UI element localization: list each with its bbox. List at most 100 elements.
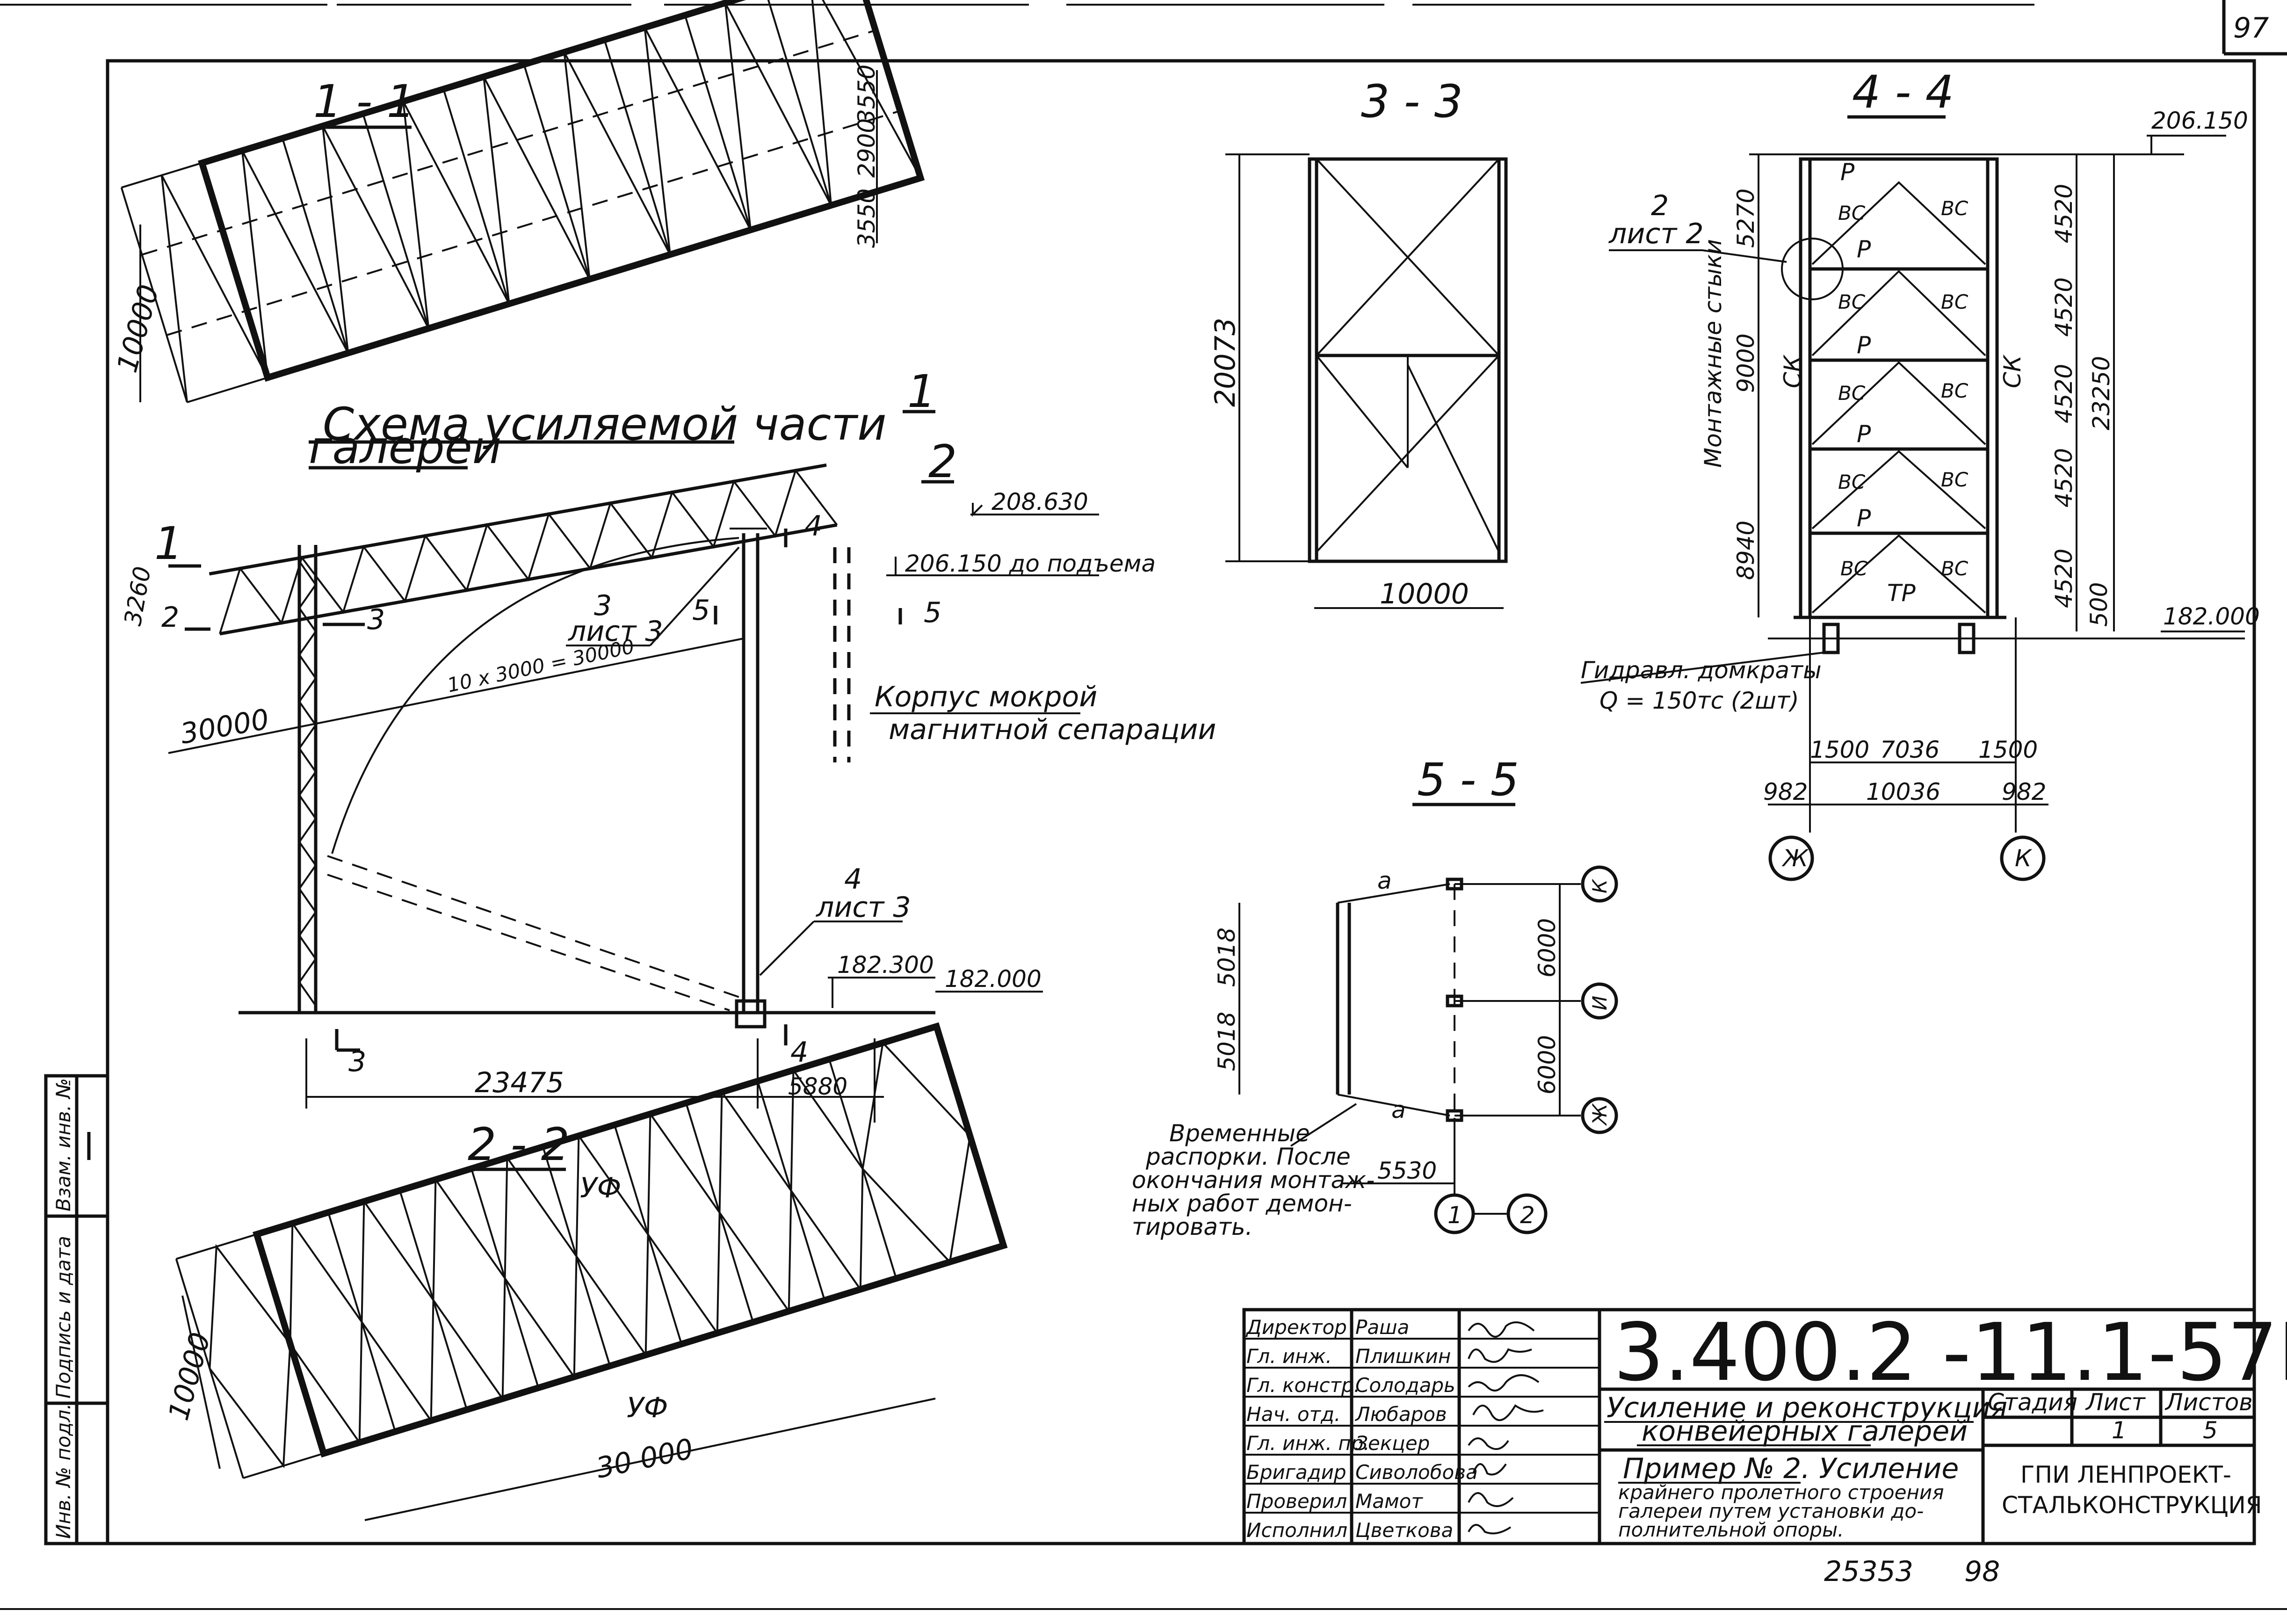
tb-example-1: Пример № 2. Усиление <box>1623 1452 1959 1485</box>
tb-stage-header: Стадия <box>1988 1389 2077 1416</box>
s44-label-tr: ТР <box>1887 580 1916 607</box>
s44-level-top: 206.150 <box>2151 107 2248 134</box>
s55-axis-1: 1 <box>1447 1202 1462 1229</box>
stamp-podpis-data: Подпись и дата <box>52 1236 75 1399</box>
s55-note-1: Временные <box>1169 1120 1310 1147</box>
section-5-5: 5 - 5 а а 5018 5018 6000 6000 К И Ж 5530… <box>1132 754 1618 1240</box>
s22-label-uf-mid: УФ <box>627 1392 668 1424</box>
s55-dim-5530: 5530 <box>1377 1157 1437 1184</box>
s44-label-vs1: ВС <box>1838 202 1866 225</box>
dim-30000: 30000 <box>178 703 271 751</box>
corner-sheet-number: 97 <box>2222 0 2287 56</box>
s55-label-a1: а <box>1377 867 1392 894</box>
tb-role-4: Нач. отд. <box>1246 1403 1340 1426</box>
tb-name-3: Солодарь <box>1355 1374 1455 1397</box>
s44-label-vs5: ВС <box>1838 382 1866 405</box>
tb-role-2: Гл. инж. <box>1246 1345 1332 1368</box>
s44-label-r3: Р <box>1857 332 1871 359</box>
tb-name-4: Любаров <box>1354 1403 1447 1426</box>
title-block: Директор Гл. инж. Гл. констр. Нач. отд. … <box>1242 1306 2287 1545</box>
section-4-4: 4 - 4 206.150 182.000 2 лист 2 Монтажные… <box>1580 66 2260 881</box>
level-182300: 182.300 <box>837 951 934 979</box>
s55-axis-2: 2 <box>1520 1202 1535 1229</box>
levels: 208.630 206.150 до подъема 182.300 182.0… <box>828 488 1156 1008</box>
s44-dim-1500a: 1500 <box>1810 736 1869 763</box>
s44-label-vs2: ВС <box>1941 197 1969 220</box>
callout-3-sheet: лист 3 <box>568 615 663 648</box>
s44-level-bottom: 182.000 <box>2163 603 2260 630</box>
tb-org-1: ГПИ ЛЕНПРОЕКТ- <box>2020 1461 2231 1488</box>
tb-role-3: Гл. констр. <box>1246 1374 1360 1397</box>
bottom-number-1: 25353 <box>1824 1555 1913 1588</box>
tb-name-8: Цветкова <box>1355 1519 1453 1542</box>
cut-mark-5a: 5 <box>692 594 710 627</box>
dim-5880: 5880 <box>788 1073 847 1100</box>
tb-title-2: конвейерных галерей <box>1642 1415 1968 1448</box>
s44-side-note: Монтажные стыки <box>1700 239 1727 468</box>
tb-role-5: Гл. инж. пр. <box>1246 1432 1370 1455</box>
s44-label-r2: Р <box>1857 236 1871 263</box>
s44-dim-1500b: 1500 <box>1978 736 2038 763</box>
dim-3260: 3260 <box>119 565 156 628</box>
s44-dim-4520d: 4520 <box>2050 448 2077 507</box>
tb-example-4: полнительной опоры. <box>1618 1518 1844 1541</box>
s44-label-r5: Р <box>1857 505 1871 532</box>
cut-mark-2a: 2 <box>161 601 179 634</box>
level-206150: 206.150 до подъема <box>905 550 1156 577</box>
s33-dim-20073: 20073 <box>1209 318 1242 407</box>
section-2-2: 2 - 2 УФ УФ 10000 30 000 <box>162 1022 1008 1521</box>
callout-4-num: 4 <box>844 863 862 896</box>
left-support-column <box>297 545 318 1013</box>
scheme-title-2: галереи <box>309 421 501 474</box>
s44-jacks-note-2: Q = 150тс (2шт) <box>1599 687 1799 714</box>
main-frame <box>106 59 2256 1545</box>
tb-name-6: Сиволобова <box>1355 1461 1478 1484</box>
tb-title-1: Усиление и реконструкция <box>1607 1392 2007 1424</box>
s55-label-a2: а <box>1391 1096 1406 1124</box>
new-support-column <box>730 528 767 1029</box>
section-3-3: 3 - 3 20073 10000 <box>1209 75 1508 610</box>
s55-note-2: распорки. После <box>1145 1143 1351 1170</box>
s44-label-vs9: ВС <box>1840 557 1868 580</box>
s44-dim-500: 500 <box>2085 582 2113 627</box>
stamp-vzam-inv: Взам. инв. № <box>52 1078 75 1211</box>
s55-dim-5018a: 5018 <box>1213 928 1240 987</box>
tb-role-8: Исполнил <box>1246 1519 1347 1542</box>
s44-dim-5270: 5270 <box>1732 188 1759 248</box>
tb-sheet-value: 1 <box>2112 1417 2127 1444</box>
s44-label-vs3: ВС <box>1838 290 1866 313</box>
s22-dim-30000: 30 000 <box>593 1433 696 1485</box>
s44-label-vs6: ВС <box>1941 379 1969 402</box>
section-4-4-title: 4 - 4 <box>1852 66 1954 118</box>
corner-number-text: 97 <box>2233 12 2269 44</box>
cut-mark-2b: 2 <box>928 435 957 488</box>
s44-label-r1: Р <box>1840 159 1855 186</box>
building-note-1: Корпус мокрой <box>875 681 1097 713</box>
s11-dim-3550b: 3550 <box>853 188 880 248</box>
tb-role-7: Проверил <box>1246 1490 1347 1513</box>
s44-label-r4: Р <box>1857 420 1871 448</box>
s44-jacks-note-1: Гидравл. домкраты <box>1581 657 1822 684</box>
s22-dim-10000: 10000 <box>162 1329 217 1423</box>
s11-dim-2900: 2900 <box>853 118 880 178</box>
s11-dim-10000: 10000 <box>111 281 166 376</box>
s44-dim-8940: 8940 <box>1732 521 1759 580</box>
level-182000: 182.000 <box>945 965 1042 993</box>
s55-note-5: тировать. <box>1132 1213 1253 1240</box>
scheme-elevation: Схема усиляемой части галереи <box>119 365 1216 1123</box>
section-3-3-title: 3 - 3 <box>1361 75 1463 128</box>
s55-dim-6000a: 6000 <box>1534 918 1561 978</box>
s44-dim-4520e: 4520 <box>2050 549 2077 608</box>
s33-dim-10000: 10000 <box>1380 578 1469 610</box>
cut-mark-4a: 4 <box>804 510 822 543</box>
tb-name-1: Раша <box>1355 1316 1409 1339</box>
s55-note-3: окончания монтаж- <box>1132 1167 1375 1194</box>
s44-label-vs8: ВС <box>1941 468 1969 491</box>
s44-dim-4520c: 4520 <box>2050 364 2077 423</box>
cut-mark-1a: 1 <box>154 517 183 570</box>
s11-dim-3550a: 3550 <box>853 65 880 124</box>
s55-axis-k: К <box>1588 878 1611 893</box>
section-5-5-title: 5 - 5 <box>1417 754 1519 806</box>
tb-org-2: СТАЛЬКОНСТРУКЦИЯ <box>2002 1492 2262 1519</box>
